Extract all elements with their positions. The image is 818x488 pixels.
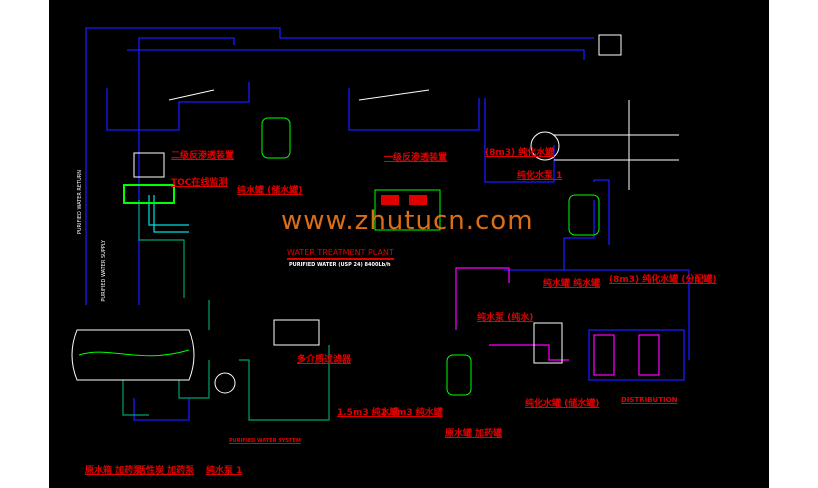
filter-skid [273, 319, 320, 346]
label-2-5m3: 2.5m3 纯水罐 [381, 408, 443, 418]
label-tank1: 纯水罐 (储水罐) [237, 186, 303, 196]
green-pipes [122, 200, 330, 421]
watermark: www.zhutucn.com [281, 206, 534, 236]
label-ro2: 二级反渗透装置 [171, 151, 235, 161]
raw-water-tank [71, 329, 195, 381]
label-toc: TOC在线监测 [171, 178, 228, 188]
toc-unit [123, 184, 175, 204]
label-pump1: 纯化水泵 1 [517, 171, 563, 181]
label-raw-dosing: 原水罐 加药罐 [445, 429, 503, 439]
label-pw-tank: 纯化水罐 (储水罐) [525, 399, 600, 409]
cad-drawing-canvas[interactable]: PURIFIED WATER RETURN PURIFIED WATER SUP… [49, 0, 769, 488]
label-pump: 纯水泵 1 [206, 466, 243, 476]
label-raw-tank: 原水箱 加药泵 [85, 466, 143, 476]
equipment [71, 34, 679, 396]
label-ro1: 一级反渗透装置 [384, 153, 448, 163]
building-icon [598, 34, 622, 56]
label-carbon: 活性炭 加药泵 [137, 466, 195, 476]
control-panel [374, 189, 441, 231]
rinse-tank [533, 322, 563, 364]
drawing-subtitle: PURIFIED WATER (USP 24) 8400Lb/h [289, 262, 391, 268]
magenta-pipes [455, 267, 660, 376]
supply-pipe-label: PURIFIED WATER SUPPLY [101, 240, 107, 302]
label-pump-pure: 纯水泵 (纯水) [477, 313, 534, 323]
label-1-5m3: 1.5m3 纯水罐 [337, 408, 399, 418]
return-pipe-label: PURIFIED WATER RETURN [77, 170, 83, 235]
drawing-title: WATER TREATMENT PLANT [287, 248, 394, 260]
label-tank-dist: (8m3) 纯化水罐 (分配罐) [609, 275, 717, 285]
purified-water-pipes [85, 27, 690, 421]
label-mmf: 多介质过滤器 [297, 355, 352, 365]
tank-1 [261, 117, 291, 159]
pump-1 [214, 372, 236, 394]
tank-2 [568, 194, 600, 236]
label-pw-system: PURIFIED WATER SYSTEM [229, 438, 301, 444]
cyan-pipes [148, 195, 189, 233]
heat-exchanger [530, 131, 560, 161]
pid-diagram [71, 27, 690, 421]
label-tank-8m3: (8m3) 纯化水罐 [485, 148, 555, 158]
toc-analyzer [133, 152, 165, 178]
tank-3 [446, 354, 472, 396]
label-tank2: 纯水罐 纯水罐 [543, 279, 601, 289]
label-distribution: DISTRIBUTION [621, 396, 678, 404]
